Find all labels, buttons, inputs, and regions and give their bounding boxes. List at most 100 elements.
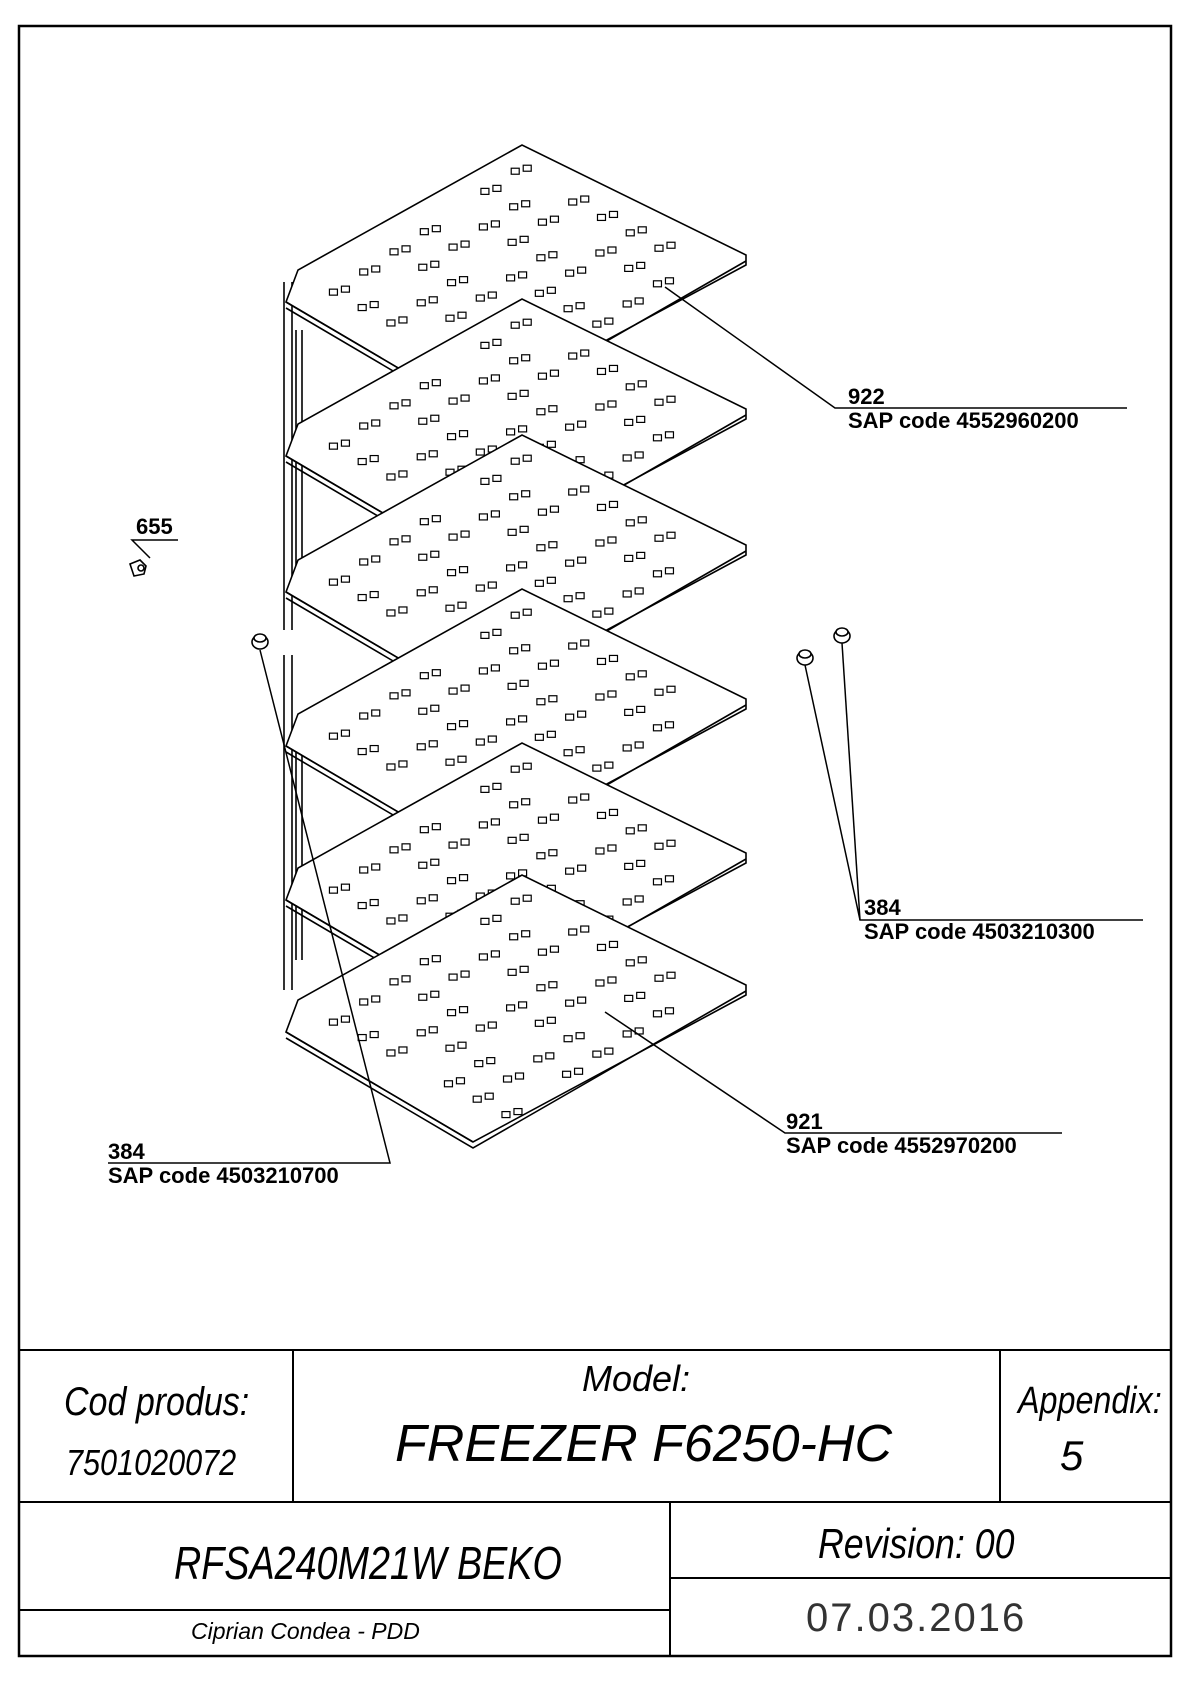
shelf-slot — [654, 531, 676, 542]
shelf-slot — [509, 490, 531, 501]
shelf-slot — [505, 1001, 528, 1012]
shelf — [285, 874, 747, 1149]
shelf-slot — [445, 755, 467, 766]
shelf-slot — [418, 550, 440, 561]
shelf-slot — [565, 266, 587, 277]
shelf-slot — [507, 679, 529, 690]
screw-384-left-part — [251, 633, 269, 650]
clip-655-part — [129, 559, 147, 577]
shelf-slot — [622, 587, 644, 598]
shelf-slot — [536, 541, 558, 552]
shelf-slot — [507, 389, 529, 400]
shelf-slot — [595, 400, 617, 411]
shelf-slot — [536, 251, 558, 262]
revision: Revision: 00 — [818, 1520, 1015, 1567]
shelf-slot — [507, 965, 529, 976]
shelf-slot — [509, 200, 531, 211]
shelf-slot — [448, 530, 470, 541]
shelf-slot — [537, 659, 560, 670]
shelf-slot — [622, 297, 644, 308]
shelf-slot — [480, 338, 502, 349]
shelf-slot — [357, 300, 379, 312]
appendix-label: Appendix: — [1018, 1380, 1162, 1422]
shelf-slot — [359, 555, 381, 566]
shelf-slot — [622, 451, 644, 462]
shelf-slot — [509, 798, 531, 809]
shelf-slot — [416, 740, 438, 751]
shelf-slot — [448, 838, 470, 849]
callout-384-left-sap: SAP code 4503210700 — [108, 1163, 339, 1188]
shelf-slot — [568, 485, 590, 496]
shelf-slot — [625, 670, 647, 681]
shelf-slot — [505, 425, 528, 436]
shelf-slot — [359, 863, 381, 874]
shelf-slot — [478, 510, 500, 521]
shelf-slot — [386, 606, 408, 617]
appendix-value: 5 — [1060, 1432, 1084, 1479]
shelf-slot — [446, 874, 469, 885]
shelf-slot — [510, 608, 532, 619]
shelf-slot — [595, 246, 617, 257]
shelf-slot — [418, 990, 440, 1001]
shelf-slot — [478, 374, 500, 385]
shelf-slot — [443, 1077, 466, 1088]
callout-384-right: 384 SAP code 4503210300 — [864, 896, 1095, 944]
shelf-slot — [418, 858, 440, 869]
callout-922-number: 922 — [848, 384, 885, 409]
shelf-slot — [565, 864, 587, 875]
shelf-slot — [418, 260, 440, 271]
shelf-slot — [624, 705, 646, 717]
shelf-slot — [534, 286, 556, 297]
product-variant: RFSA240M21W BEKO — [174, 1537, 562, 1589]
shelf-slot — [537, 215, 560, 226]
shelf-slot — [507, 525, 529, 536]
shelf-slot — [568, 349, 590, 360]
shelf-slot — [537, 369, 560, 380]
shelf-slot — [625, 824, 647, 835]
callout-922-sap: SAP code 4552960200 — [848, 408, 1079, 433]
shelf-slot — [654, 685, 676, 696]
shelf-slot — [419, 225, 441, 236]
shelf-slot — [596, 210, 619, 222]
shelf-slot — [359, 265, 381, 276]
shelf-slot — [328, 575, 351, 586]
shelf-slot — [446, 276, 469, 287]
shelf-slot — [596, 364, 619, 376]
shelf-slot — [505, 715, 528, 726]
shelf-slot — [565, 996, 587, 1007]
callout-655-number: 655 — [136, 514, 173, 539]
shelf-slot — [537, 813, 560, 824]
callout-384-right-sap: SAP code 4503210300 — [864, 919, 1095, 944]
shelf-slot — [389, 689, 411, 700]
shelf-slot — [389, 975, 411, 986]
shelf-slot — [534, 576, 556, 587]
shelf-slot — [416, 296, 438, 307]
shelf-slot — [654, 971, 676, 982]
screw-384-right-part-a — [796, 649, 814, 666]
shelf-slot — [568, 925, 590, 936]
shelf-slot — [475, 581, 497, 592]
shelf-slot — [592, 607, 614, 618]
callout-384-left-number: 384 — [108, 1139, 145, 1164]
author: Ciprian Condea - PDD — [191, 1618, 420, 1644]
shelf-slot — [652, 721, 675, 732]
shelf-slot — [561, 1067, 584, 1078]
shelf-slot — [478, 220, 500, 231]
shelf-slot — [595, 976, 617, 987]
shelf-slot — [445, 601, 467, 612]
shelf-slot — [624, 261, 646, 272]
shelf-slot — [565, 556, 587, 567]
shelf-slot — [475, 1021, 497, 1032]
shelf-slot — [652, 875, 675, 886]
callout-921-sap: SAP code 4552970200 — [786, 1133, 1017, 1158]
shelf-slot — [446, 430, 469, 441]
shelf-slot — [596, 654, 619, 666]
shelf-slot — [505, 561, 528, 572]
shelf-slot — [475, 735, 497, 746]
shelf-slot — [389, 245, 411, 256]
shelf-slot — [592, 1047, 614, 1058]
shelf-slot — [565, 710, 587, 721]
shelf-slot — [536, 695, 558, 706]
shelf-slot — [654, 395, 676, 406]
shelf-slot — [386, 470, 408, 481]
